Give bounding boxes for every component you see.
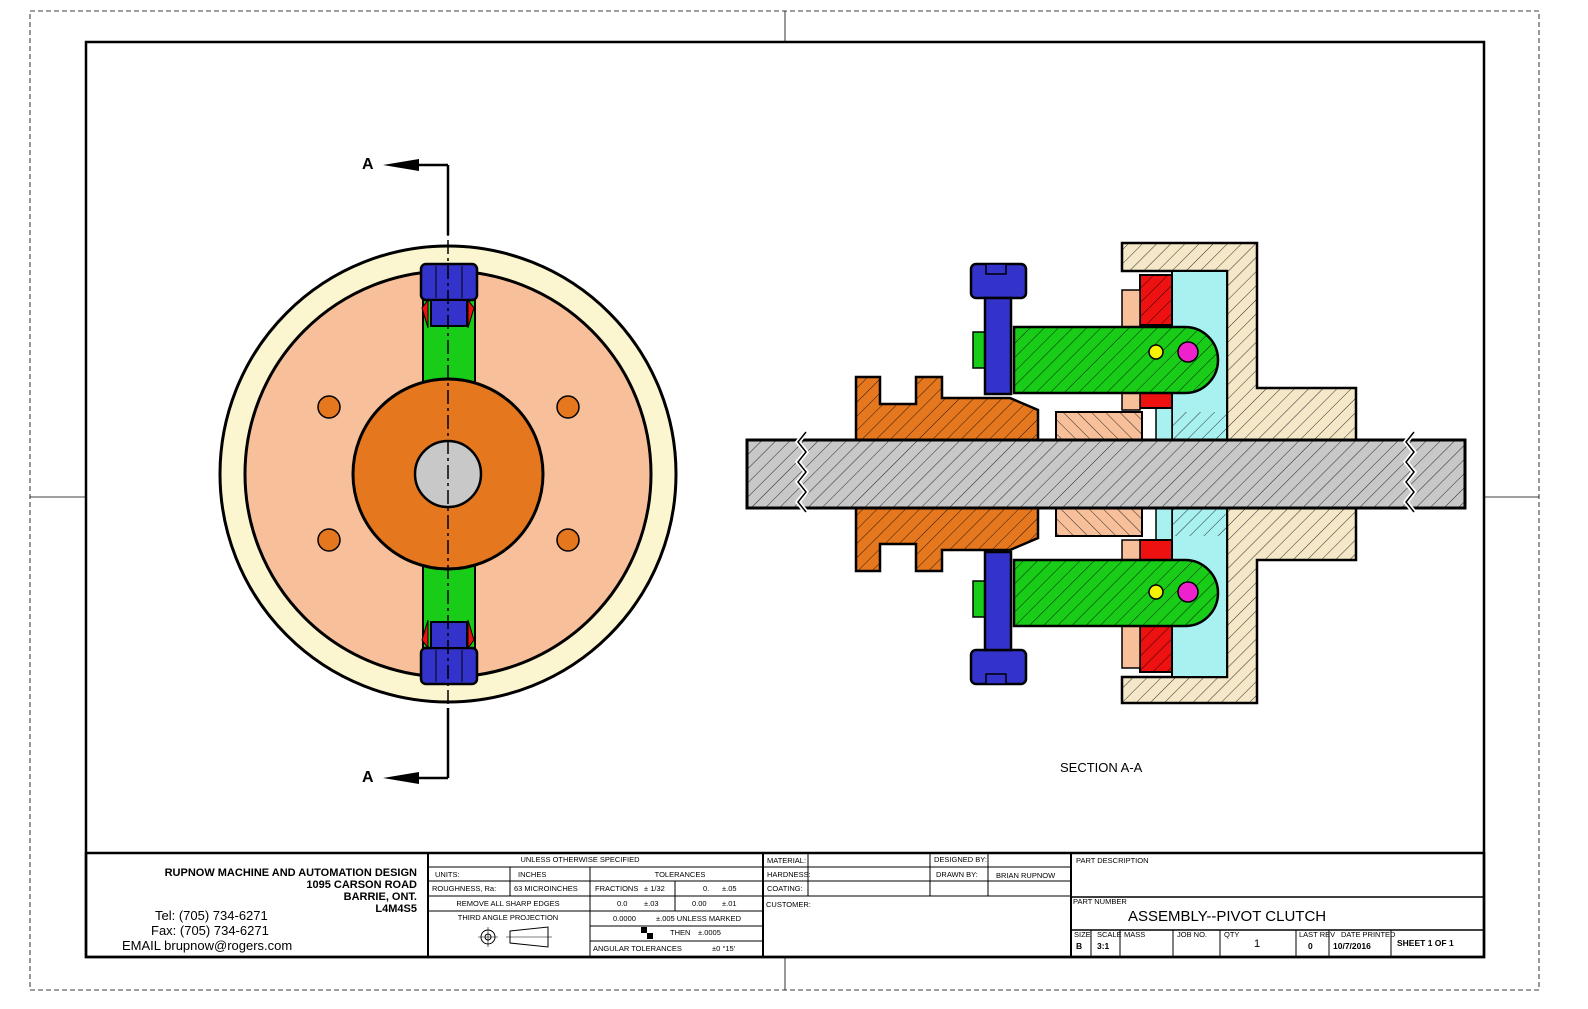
cut-label-top: A [362,156,374,173]
svg-text:0.0000: 0.0000 [613,914,636,923]
cut-label-bottom: A [362,769,374,786]
svg-text:63 MICROINCHES: 63 MICROINCHES [514,884,578,893]
svg-text:0.: 0. [703,884,709,893]
svg-text:±.05: ±.05 [722,884,737,893]
svg-text:MATERIAL:: MATERIAL: [767,856,806,865]
svg-text:THEN: THEN [670,928,690,937]
pivot-pin [1148,584,1164,600]
svg-text:±.005 UNLESS MARKED: ±.005 UNLESS MARKED [656,914,742,923]
svg-text:SCALE: SCALE [1097,930,1122,939]
svg-text:PART DESCRIPTION: PART DESCRIPTION [1076,856,1149,865]
projection-symbol-icon [478,926,552,948]
svg-text:HARDNESS:: HARDNESS: [767,870,811,879]
svg-text:PART NUMBER: PART NUMBER [1073,897,1127,906]
svg-text:INCHES: INCHES [518,870,546,879]
svg-text:REMOVE ALL SHARP EDGES: REMOVE ALL SHARP EDGES [456,899,559,908]
title-block: RUPNOW MACHINE AND AUTOMATION DESIGN 109… [84,851,1486,959]
svg-text:LAST REV: LAST REV [1299,930,1335,939]
section-view-label: SECTION A-A [1060,760,1143,775]
svg-text:JOB NO.: JOB NO. [1177,930,1207,939]
svg-text:±.0005: ±.0005 [698,928,721,937]
company-city: BARRIE, ONT. [344,891,417,903]
pivot-pin [1148,344,1164,360]
section-cut-line: A A [362,156,450,786]
svg-text:0.00: 0.00 [692,899,707,908]
bolt-hole [317,395,341,419]
svg-text:± 1/32: ± 1/32 [644,884,665,893]
svg-text:DRAWN BY:: DRAWN BY: [936,870,978,879]
svg-text:BRIAN RUPNOW: BRIAN RUPNOW [996,871,1056,880]
pivot-pin [1177,341,1199,363]
svg-text:QTY: QTY [1224,930,1239,939]
svg-text:ROUGHNESS, Ra:: ROUGHNESS, Ra: [432,884,496,893]
pivot-pin [1177,581,1199,603]
svg-text:DATE PRINTED: DATE PRINTED [1341,930,1396,939]
svg-text:SIZE: SIZE [1074,930,1091,939]
part-number: ASSEMBLY--PIVOT CLUTCH [1128,908,1326,925]
bolt-hole [317,528,341,552]
svg-text:±.01: ±.01 [722,899,737,908]
svg-text:DESIGNED BY:: DESIGNED BY: [934,855,987,864]
svg-text:10/7/2016: 10/7/2016 [1333,941,1371,951]
screw-head [419,646,479,686]
company-postal: L4M4S5 [375,903,417,915]
svg-text:0.0: 0.0 [617,899,627,908]
svg-text:UNLESS OTHERWISE SPECIFIED: UNLESS OTHERWISE SPECIFIED [520,855,640,864]
svg-text:1: 1 [1254,938,1260,950]
svg-text:3:1: 3:1 [1097,941,1110,951]
svg-text:COATING:: COATING: [767,884,803,893]
company-address: 1095 CARSON ROAD [306,879,417,891]
svg-text:±.03: ±.03 [644,899,659,908]
svg-text:UNITS:: UNITS: [435,870,460,879]
screw-head [419,262,479,302]
svg-text:0: 0 [1308,941,1313,951]
svg-text:FRACTIONS: FRACTIONS [595,884,638,893]
bolt-hole [556,528,580,552]
company-fax: Fax: (705) 734-6271 [151,923,269,938]
company-email: EMAIL brupnow@rogers.com [122,938,292,953]
svg-text:CUSTOMER:: CUSTOMER: [766,900,811,909]
company-name: RUPNOW MACHINE AND AUTOMATION DESIGN [165,867,417,879]
bolt-hole [556,395,580,419]
svg-text:±0 °15': ±0 °15' [712,944,736,953]
section-view: SECTION A-A [745,241,1467,775]
svg-text:TOLERANCES: TOLERANCES [655,870,706,879]
svg-text:ANGULAR TOLERANCES: ANGULAR TOLERANCES [593,944,682,953]
svg-text:SHEET 1 OF 1: SHEET 1 OF 1 [1397,938,1454,948]
svg-text:THIRD ANGLE PROJECTION: THIRD ANGLE PROJECTION [458,913,558,922]
company-tel: Tel: (705) 734-6271 [155,908,268,923]
svg-text:B: B [1076,941,1082,951]
svg-text:MASS: MASS [1124,930,1145,939]
